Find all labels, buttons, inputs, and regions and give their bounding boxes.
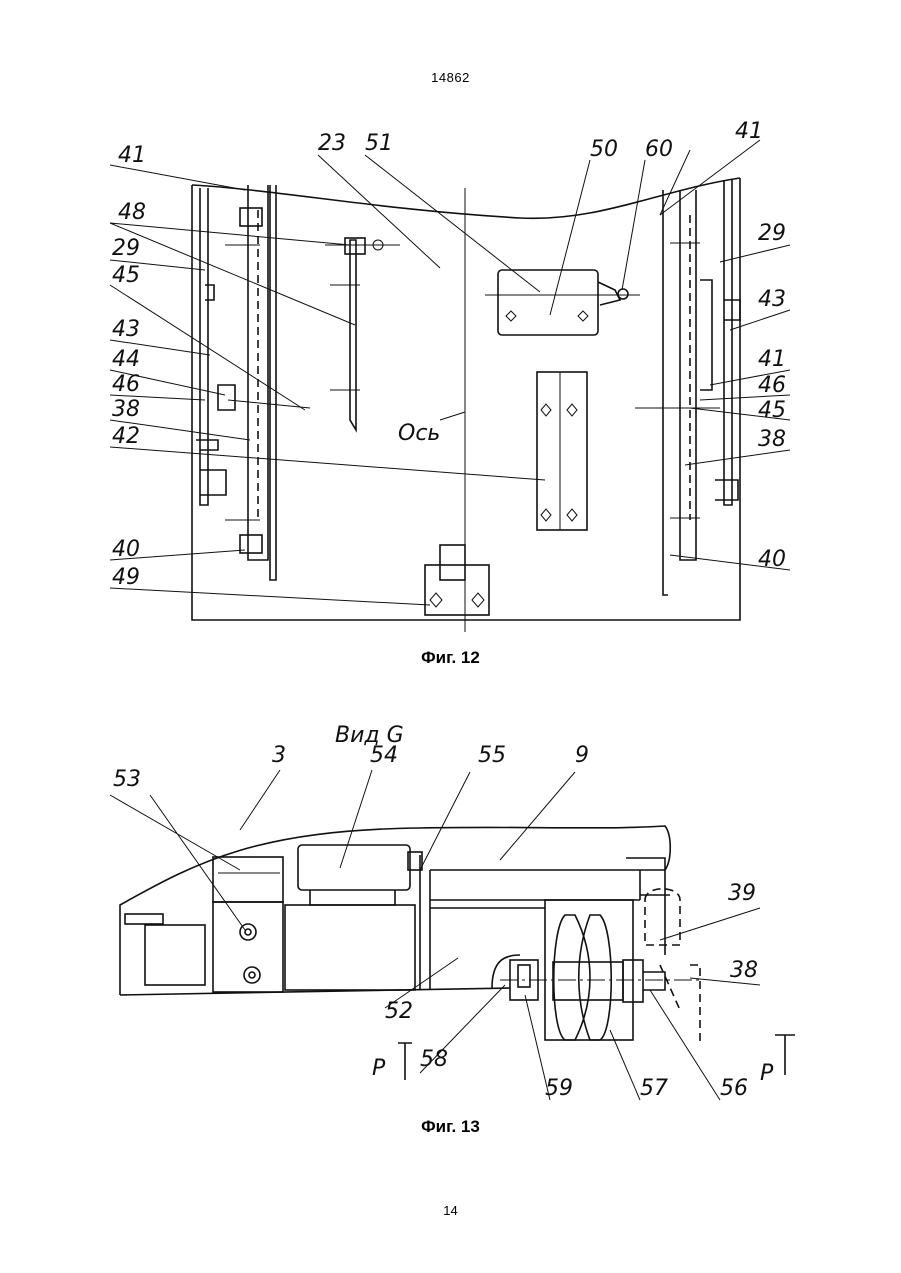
fig13-label-right-1: 39	[728, 881, 756, 906]
fig13-section-mark-left: P	[372, 1056, 386, 1081]
fig13-label-top-2: 3	[272, 743, 286, 768]
fig13-label-right-2: 38	[730, 958, 758, 983]
fig13-label-top-5: 9	[575, 743, 589, 768]
figure-13-caption: Фиг. 13	[0, 1117, 901, 1137]
fig13-label-bottom-2: 58	[420, 1047, 448, 1072]
page-number: 14	[0, 1203, 901, 1218]
fig13-section-mark-right: P	[760, 1061, 774, 1086]
fig13-label-top-1: 53	[113, 767, 141, 792]
fig13-label-top-3: 54	[370, 743, 398, 768]
fig13-label-bottom-5: 56	[720, 1076, 748, 1101]
fig13-label-top-4: 55	[478, 743, 506, 768]
fig13-label-bottom-4: 57	[640, 1076, 668, 1101]
fig13-label-bottom-1: 52	[385, 999, 413, 1024]
fig13-label-bottom-3: 59	[545, 1076, 573, 1101]
